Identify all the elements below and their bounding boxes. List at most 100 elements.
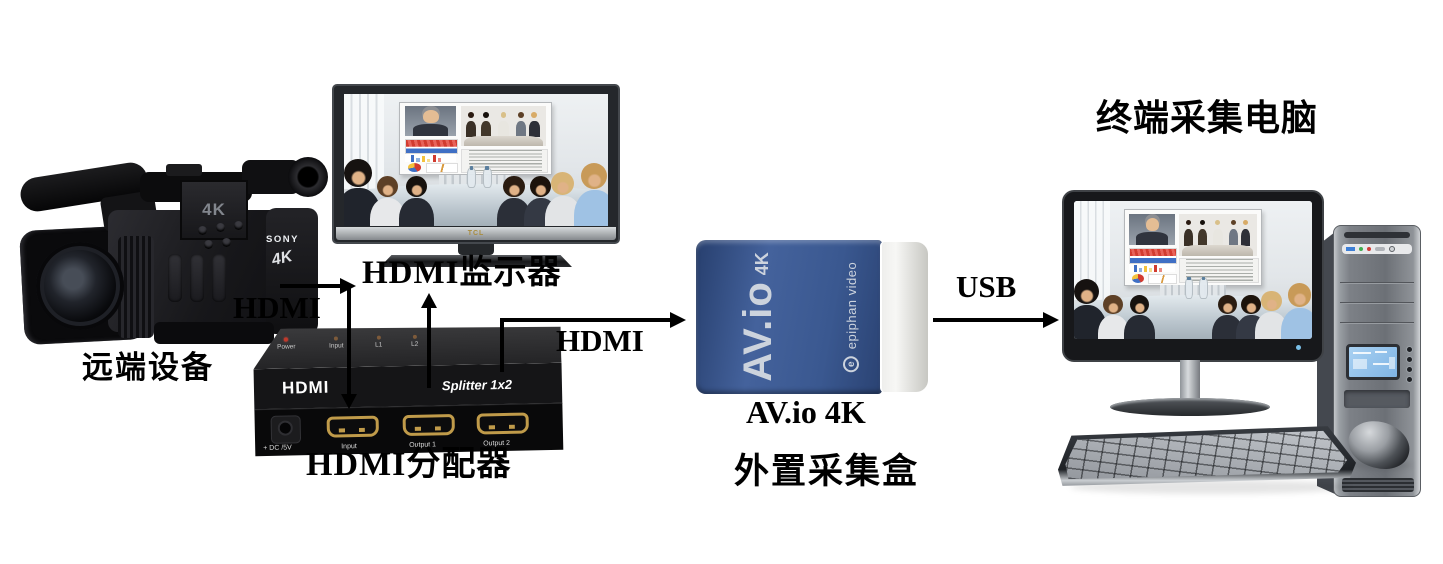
water-bottle bbox=[466, 166, 477, 188]
dc-power-jack bbox=[270, 415, 302, 444]
pc-monitor-screen bbox=[1074, 201, 1312, 339]
tower-lcd-display bbox=[1346, 344, 1400, 380]
indicator-l2: L2 bbox=[411, 334, 418, 348]
agenda-text-block bbox=[460, 148, 549, 173]
remote-table bbox=[1182, 244, 1254, 256]
remote-person bbox=[1197, 219, 1208, 246]
person bbox=[1097, 294, 1129, 339]
splitter-top-face bbox=[253, 323, 562, 369]
usb-port-icon bbox=[1346, 247, 1355, 251]
camera-button bbox=[198, 226, 207, 235]
remote-person bbox=[498, 112, 509, 137]
eyecup bbox=[288, 157, 328, 197]
speaker-suit bbox=[1136, 232, 1168, 246]
audio-out-jack-icon bbox=[1359, 247, 1363, 251]
remote-person bbox=[465, 112, 477, 137]
line-chart bbox=[426, 163, 459, 174]
lcd-button[interactable] bbox=[1406, 366, 1413, 373]
power-button[interactable] bbox=[1389, 246, 1395, 252]
epiphan-logo: e epiphan video bbox=[843, 261, 859, 373]
lcd-button[interactable] bbox=[1406, 346, 1413, 353]
water-bottle bbox=[1198, 276, 1208, 299]
remote-person bbox=[481, 112, 492, 137]
capture-box-device: AV.io 4K e epiphan video bbox=[696, 240, 928, 394]
tv-caption: HDMI监示器 bbox=[362, 255, 562, 291]
capture-caption-zh: 外置采集盒 bbox=[734, 452, 920, 491]
tv-screen bbox=[344, 94, 608, 226]
lcd-4k-badge: 4K bbox=[202, 200, 226, 219]
pie-chart bbox=[407, 163, 422, 173]
power-led bbox=[284, 337, 289, 342]
bar-charts bbox=[1129, 263, 1176, 273]
bar-charts bbox=[404, 154, 457, 163]
l2-led bbox=[412, 334, 417, 339]
lcd-button[interactable] bbox=[1406, 356, 1413, 363]
video-feed-speaker bbox=[1129, 213, 1176, 246]
speaker-head bbox=[1145, 217, 1160, 232]
hdmi-output1-port bbox=[402, 414, 455, 437]
wall-presentation-screen bbox=[1123, 209, 1262, 286]
tv-stand-base bbox=[380, 255, 572, 267]
mic-jack-icon bbox=[1367, 247, 1371, 251]
camcorder-device: 4K SONY 4K bbox=[14, 150, 328, 355]
tv-brand: TCL bbox=[467, 230, 485, 237]
video-feed-remote-group bbox=[1179, 213, 1257, 256]
avio-product-text: AV.io bbox=[736, 281, 780, 382]
water-bottle bbox=[482, 166, 493, 188]
label-usb: USB bbox=[956, 269, 1017, 304]
pie-chart bbox=[1131, 273, 1144, 283]
pc-monitor bbox=[1062, 190, 1324, 362]
epiphan-brand-text: epiphan video bbox=[843, 261, 859, 350]
tv-bezel: TCL bbox=[332, 84, 620, 244]
hdmi-input-port bbox=[326, 415, 379, 438]
speaker-head bbox=[423, 110, 439, 124]
person bbox=[1281, 283, 1312, 339]
accessory-shoe bbox=[166, 164, 202, 176]
camera-caption: 远端设备 bbox=[82, 350, 214, 385]
area-chart bbox=[1129, 247, 1178, 264]
dc-label: + DC /5V bbox=[263, 444, 292, 453]
camera-base bbox=[154, 322, 274, 344]
camera-button bbox=[222, 238, 231, 247]
zoom-ring bbox=[118, 236, 154, 338]
area-chart bbox=[404, 138, 459, 155]
computer-caption: 终端采集电脑 bbox=[1096, 98, 1319, 138]
lcd-button[interactable] bbox=[1406, 376, 1413, 383]
conference-scene bbox=[1074, 201, 1312, 339]
control-switches bbox=[164, 254, 254, 312]
tower-top-vent bbox=[1344, 232, 1410, 238]
indicator-l1: L1 bbox=[375, 335, 382, 349]
tower-bottom-vent bbox=[1342, 478, 1414, 492]
person bbox=[573, 163, 608, 226]
video-feed-remote-group bbox=[460, 106, 547, 147]
lens bbox=[36, 242, 124, 330]
monitor-power-led bbox=[1296, 345, 1301, 350]
capture-box-body bbox=[696, 240, 882, 394]
wall-presentation-screen bbox=[399, 101, 552, 176]
keyboard bbox=[1058, 422, 1356, 490]
remote-table bbox=[464, 136, 543, 147]
line-chart bbox=[1148, 273, 1178, 284]
drive-bay-seam bbox=[1340, 322, 1414, 324]
camera-button bbox=[204, 240, 213, 249]
remote-person bbox=[1241, 219, 1251, 246]
splitter-caption: HDMI分配器 bbox=[306, 446, 512, 483]
capture-caption-en: AV.io 4K bbox=[746, 394, 866, 430]
video-feed-speaker bbox=[404, 106, 457, 137]
input-led bbox=[334, 336, 339, 341]
person bbox=[370, 175, 406, 226]
brand-label: SONY bbox=[266, 234, 299, 245]
label-hdmi-capture: HDMI bbox=[556, 323, 644, 358]
drive-bay-seam bbox=[1340, 282, 1414, 284]
splitter-front-face: HDMI Splitter 1x2 bbox=[253, 362, 563, 410]
avio-variant-text: 4K bbox=[752, 252, 772, 276]
indicator-input: Input bbox=[329, 336, 344, 350]
tv-stand-neck bbox=[458, 244, 494, 255]
person bbox=[399, 175, 435, 226]
remote-person bbox=[1213, 219, 1223, 246]
hdmi-logo: HDMI bbox=[281, 377, 330, 398]
camera-grip bbox=[266, 208, 318, 334]
water-bottle bbox=[1184, 276, 1194, 299]
tower-front-ports bbox=[1342, 244, 1412, 254]
